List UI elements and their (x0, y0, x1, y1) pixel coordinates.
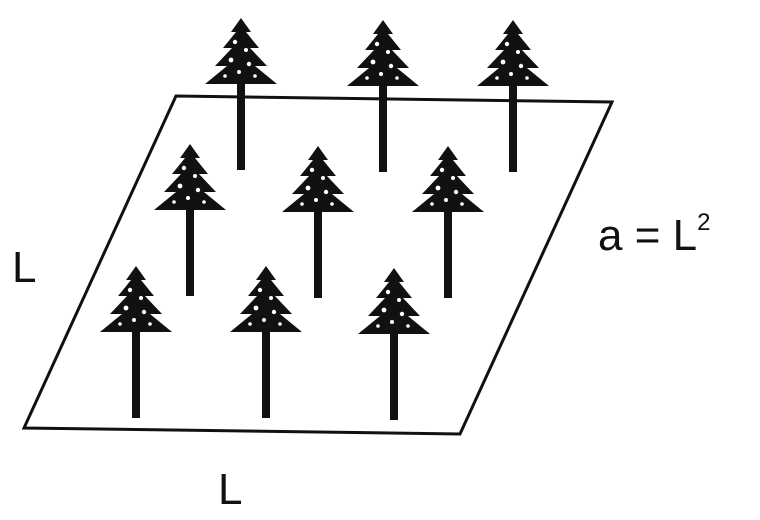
area-formula-base: a = L (598, 211, 697, 260)
area-formula-exponent: 2 (697, 209, 710, 236)
pine-tree-icon (100, 266, 172, 418)
pine-tree-icon (205, 18, 277, 170)
pine-tree-icon (477, 20, 549, 172)
pine-tree-icon (230, 266, 302, 418)
pine-tree-icon (358, 268, 430, 420)
pine-tree-icon (154, 144, 226, 296)
pine-tree-icon (282, 146, 354, 298)
pine-tree-icon (412, 146, 484, 298)
area-formula: a = L2 (598, 209, 710, 260)
pine-tree-icon (347, 20, 419, 172)
side-label-bottom: L (218, 465, 242, 514)
land-plot (21, 94, 615, 436)
side-label-left: L (12, 243, 36, 292)
